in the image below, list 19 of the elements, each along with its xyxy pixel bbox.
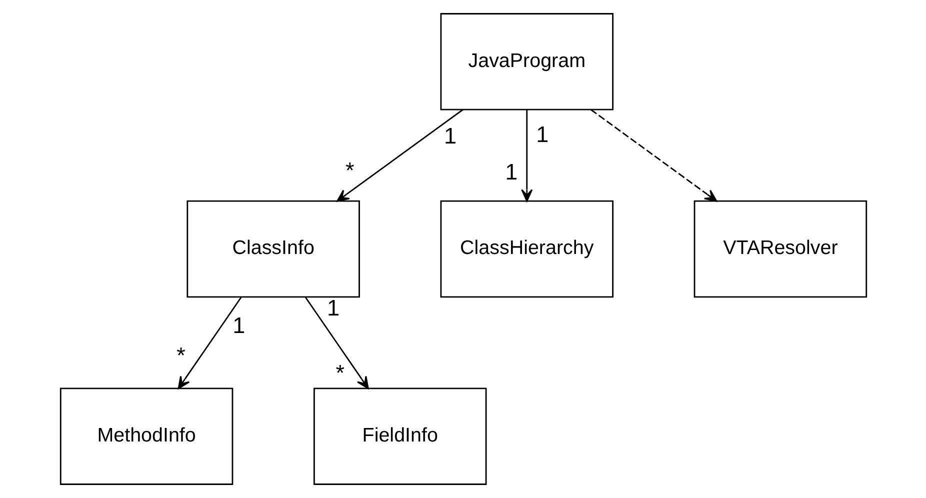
label: 1 bbox=[232, 313, 245, 338]
node-box: MethodInfo bbox=[59, 388, 233, 485]
arrow bbox=[304, 296, 368, 390]
arrow bbox=[590, 109, 717, 202]
label: 1 bbox=[326, 296, 340, 321]
node-box: ClassHierarchy bbox=[440, 200, 614, 298]
arrow bbox=[520, 110, 532, 202]
label: * bbox=[335, 360, 344, 386]
node-box: VTAResolver bbox=[693, 200, 867, 298]
label: * bbox=[345, 158, 354, 184]
arrow bbox=[336, 109, 463, 202]
node-box: FieldInfo bbox=[312, 388, 486, 485]
label: 1 bbox=[504, 160, 518, 185]
arrow bbox=[177, 296, 242, 390]
node-box: ClassInfo bbox=[186, 200, 360, 298]
label: 1 bbox=[536, 122, 548, 147]
node-box: JavaProgram bbox=[440, 13, 614, 110]
label: 1 bbox=[444, 123, 456, 148]
label: * bbox=[176, 342, 185, 368]
